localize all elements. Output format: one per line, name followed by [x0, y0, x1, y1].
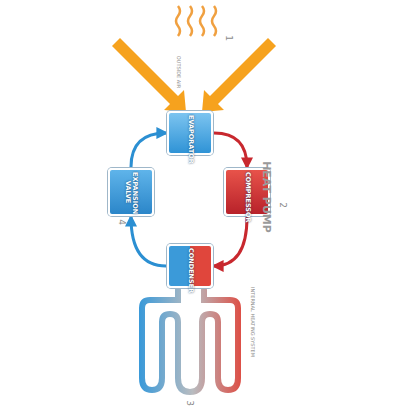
component-label: CONDENSER	[186, 248, 193, 284]
component-box: EVAPORATOR	[167, 111, 213, 155]
callout-number: 2	[278, 202, 288, 208]
heating-pipes	[142, 290, 238, 392]
annotation-text: OUTSIDE AIR	[176, 56, 182, 88]
refrigerant-flow	[131, 133, 166, 167]
callout-number: 3	[185, 400, 195, 406]
component-label: EVAPORATOR	[186, 115, 193, 151]
air-arrows	[112, 38, 276, 112]
callout-number: 1	[224, 35, 234, 41]
heat-waves	[176, 6, 216, 36]
component-label: COMPRESSOR	[243, 172, 250, 212]
component-label: EXPANSION VALVE	[124, 172, 138, 212]
component-box: EXPANSION VALVE	[108, 168, 154, 216]
diagram-title: HEAT PUMP	[260, 161, 273, 233]
refrigerant-flow	[214, 217, 247, 266]
callout-number: 4	[117, 219, 127, 225]
annotation-text: INTERNAL HEATING SYSTEM	[250, 287, 256, 357]
component-box: CONDENSER	[167, 244, 213, 288]
refrigerant-flow	[214, 133, 247, 167]
refrigerant-flow	[131, 217, 166, 266]
